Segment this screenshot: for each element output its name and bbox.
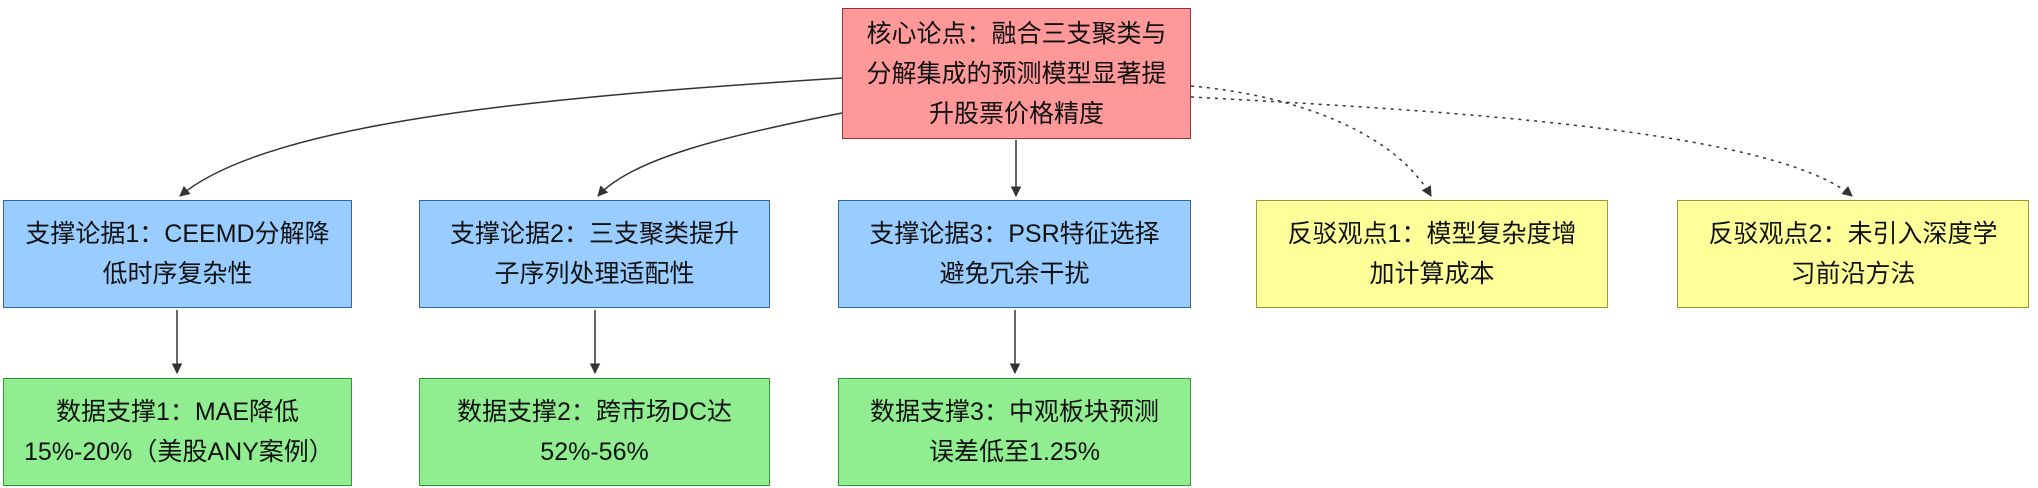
node-support-1: 支撑论据1：CEEMD分解降低时序复杂性 — [3, 200, 352, 308]
node-evidence-1-label: 数据支撑1：MAE降低15%-20%（美股ANY案例） — [24, 398, 334, 466]
node-counter-2-label: 反驳观点2：未引入深度学习前沿方法 — [1708, 220, 1998, 288]
node-evidence-1: 数据支撑1：MAE降低15%-20%（美股ANY案例） — [3, 378, 352, 486]
node-support-1-label: 支撑论据1：CEEMD分解降低时序复杂性 — [25, 220, 330, 288]
node-evidence-2-label: 数据支撑2：跨市场DC达52%-56% — [456, 398, 732, 466]
edge-core-counter1 — [1190, 85, 1432, 197]
node-support-2-label: 支撑论据2：三支聚类提升子序列处理适配性 — [450, 220, 739, 288]
node-counter-1: 反驳观点1：模型复杂度增加计算成本 — [1256, 200, 1608, 308]
node-core-claim: 核心论点：融合三支聚类与分解集成的预测模型显著提升股票价格精度 — [842, 8, 1191, 139]
node-core-claim-label: 核心论点：融合三支聚类与分解集成的预测模型显著提升股票价格精度 — [866, 19, 1167, 128]
node-evidence-3: 数据支撑3：中观板块预测误差低至1.25% — [838, 378, 1191, 486]
node-evidence-2: 数据支撑2：跨市场DC达52%-56% — [419, 378, 770, 486]
edge-core-support2 — [597, 112, 843, 197]
node-evidence-3-label: 数据支撑3：中观板块预测误差低至1.25% — [870, 398, 1159, 466]
edge-core-support1 — [179, 77, 843, 197]
edge-core-counter2 — [1190, 96, 1853, 197]
node-counter-1-label: 反驳观点1：模型复杂度增加计算成本 — [1287, 220, 1577, 288]
node-support-3-label: 支撑论据3：PSR特征选择避免冗余干扰 — [869, 220, 1160, 288]
node-counter-2: 反驳观点2：未引入深度学习前沿方法 — [1677, 200, 2029, 308]
node-support-2: 支撑论据2：三支聚类提升子序列处理适配性 — [419, 200, 770, 308]
node-support-3: 支撑论据3：PSR特征选择避免冗余干扰 — [838, 200, 1191, 308]
